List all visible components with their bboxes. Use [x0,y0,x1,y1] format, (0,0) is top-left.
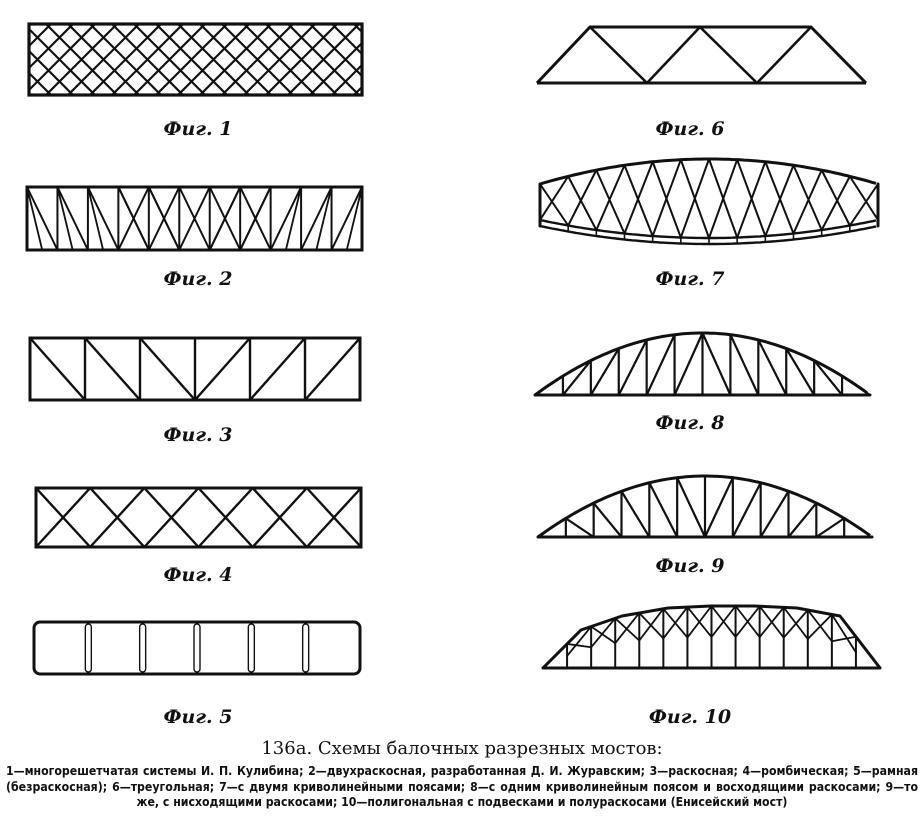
caption-fig-6: Фиг. 6 [655,118,725,140]
truss-fig-9 [536,474,874,539]
truss-fig-7 [538,157,880,246]
caption-fig-3: Фиг. 3 [163,424,233,446]
truss-fig-10 [541,604,882,670]
caption-fig-8: Фиг. 8 [655,412,725,434]
truss-fig-4 [34,486,363,549]
caption-fig-1: Фиг. 1 [163,118,233,140]
truss-fig-6 [535,25,868,85]
caption-fig-4: Фиг. 4 [163,564,233,586]
caption-fig-9: Фиг. 9 [655,555,725,577]
caption-fig-10: Фиг. 10 [648,706,732,728]
truss-fig-5 [32,620,362,676]
caption-fig-2: Фиг. 2 [163,268,233,290]
caption-fig-7: Фиг. 7 [655,268,725,290]
truss-fig-8 [533,331,872,397]
figure-title: 136а. Схемы балочных разрезных мостов: [261,738,663,759]
figure-description: 1—многорешетчатая системы И. П. Кулибина… [6,764,918,809]
caption-fig-5: Фиг. 5 [163,706,233,728]
truss-fig-3 [28,336,362,402]
truss-fig-1 [27,22,364,97]
truss-fig-2 [25,185,364,252]
